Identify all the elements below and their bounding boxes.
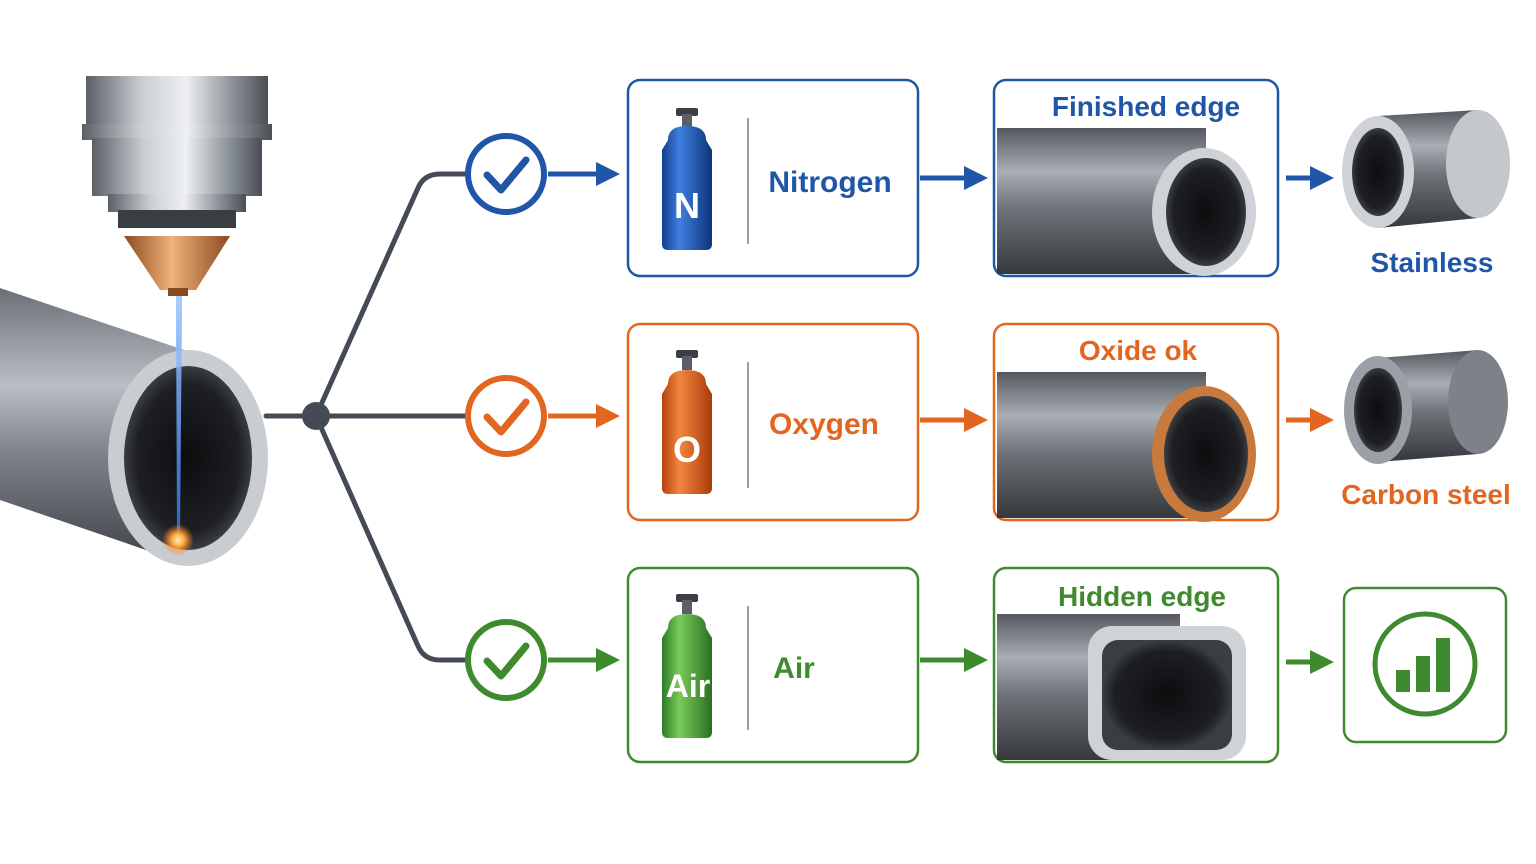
arrow-right-icon (1286, 166, 1334, 190)
result-label: Stainless (1371, 247, 1494, 278)
check-circle-icon (465, 375, 547, 457)
arrow-right-icon (920, 648, 988, 672)
cylinder-letter: Air (666, 668, 710, 704)
arrow-right-icon (548, 648, 620, 672)
arrow-right-icon (920, 166, 988, 190)
check-circle-icon (465, 619, 547, 701)
gas-cylinder-icon (662, 350, 712, 494)
cylinder-letter: O (673, 429, 701, 470)
arrow-right-icon (548, 162, 620, 186)
stainless-tube-icon (1342, 110, 1510, 228)
result-label: Carbon steel (1341, 479, 1511, 510)
round-tube-icon (997, 128, 1256, 276)
arrow-right-icon (920, 408, 988, 432)
arrow-right-icon (1286, 650, 1334, 674)
arrow-right-icon (1286, 408, 1334, 432)
steel-pipe-icon (0, 288, 268, 566)
arrow-right-icon (548, 404, 620, 428)
check-circle-icon (465, 133, 547, 215)
oxidized-tube-icon (997, 372, 1256, 522)
row-oxygen: O Oxygen Oxide ok Carbon steel (465, 322, 1511, 522)
cylinder-letter: N (674, 185, 700, 226)
row-nitrogen: N Nitrogen Finished edge Stainless (465, 78, 1510, 278)
square-tube-icon (997, 614, 1246, 760)
gas-cylinder-icon (662, 594, 712, 738)
gas-label: Oxygen (769, 408, 879, 441)
edge-label: Hidden edge (1058, 581, 1226, 612)
edge-label: Oxide ok (1079, 335, 1198, 366)
gas-cylinder-icon (662, 108, 712, 250)
bar-chart-icon (1372, 611, 1478, 717)
gas-label: Nitrogen (768, 166, 891, 199)
edge-label: Finished edge (1052, 91, 1240, 122)
carbon-steel-tube-icon (1344, 350, 1508, 464)
laser-cutting-head-icon (82, 76, 272, 296)
branch-node (302, 402, 330, 430)
gas-label: Air (773, 652, 815, 685)
row-air: Air Air Hidden edge (465, 566, 1508, 764)
branch-connector (263, 171, 469, 663)
